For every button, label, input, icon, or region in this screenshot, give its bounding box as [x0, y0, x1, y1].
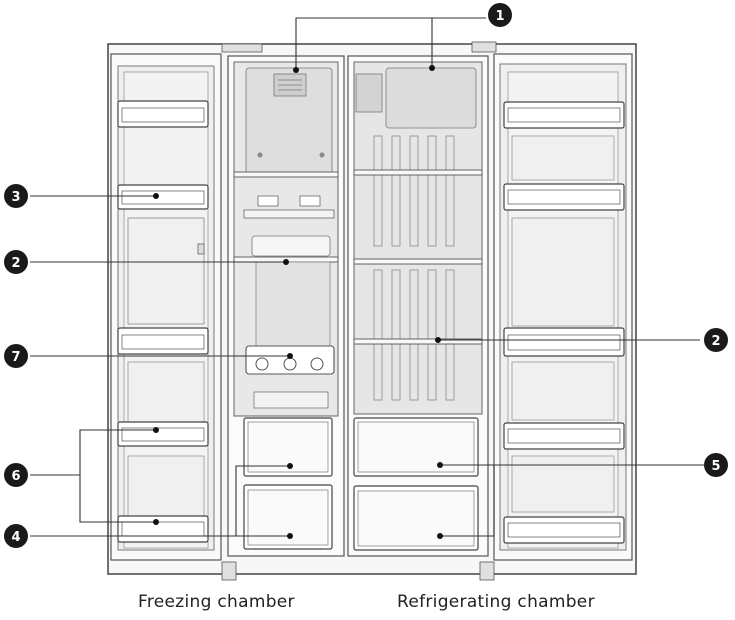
ice-maker — [246, 346, 334, 374]
right-door-bin — [504, 423, 624, 449]
left-door — [111, 54, 221, 560]
left-door-bin — [118, 328, 208, 354]
callout-2-left-label: 2 — [11, 256, 20, 271]
right-door-bin — [504, 102, 624, 128]
freezer-drawer-lower — [244, 485, 332, 549]
fridge-shelf — [354, 259, 482, 264]
top-hinge-left — [222, 44, 262, 52]
freezer-compartment — [228, 56, 344, 556]
callout-1-label: 1 — [495, 9, 504, 24]
right-door-bin — [504, 517, 624, 543]
freezing-chamber-caption: Freezing chamber — [138, 592, 295, 612]
top-hinge-right — [472, 42, 496, 52]
fridge-drawer-lower — [354, 486, 478, 550]
fridge-shelf — [354, 170, 482, 175]
callout-4: 4 — [4, 524, 28, 548]
callout-2-right-label: 2 — [711, 334, 720, 349]
callout-1: 1 — [488, 3, 512, 27]
freezer-shelf — [234, 172, 338, 177]
callout-5-label: 5 — [711, 459, 720, 474]
callout-4-label: 4 — [11, 530, 20, 545]
refrigerating-chamber-caption: Refrigerating chamber — [397, 592, 595, 612]
callout-7: 7 — [4, 344, 28, 368]
left-door-bin — [118, 516, 208, 542]
bottom-hinge-right — [480, 562, 494, 580]
callout-6-label: 6 — [11, 469, 20, 484]
right-door-bin — [504, 328, 624, 356]
callout-2-left: 2 — [4, 250, 28, 274]
callout-6: 6 — [4, 463, 28, 487]
right-door-bin — [504, 184, 624, 210]
fridge-compartment — [348, 56, 488, 556]
fridge-air-duct — [386, 68, 476, 128]
bottom-hinge-left — [222, 562, 236, 580]
left-door-bin — [118, 101, 208, 127]
callout-3: 3 — [4, 184, 28, 208]
right-door — [494, 54, 632, 560]
left-door-bin — [118, 185, 208, 209]
callout-7-label: 7 — [11, 350, 20, 365]
callout-2-right: 2 — [704, 328, 728, 352]
callout-5: 5 — [704, 453, 728, 477]
fridge-drawer-upper — [354, 418, 478, 476]
left-door-bin — [118, 422, 208, 446]
callout-3-label: 3 — [11, 190, 20, 205]
